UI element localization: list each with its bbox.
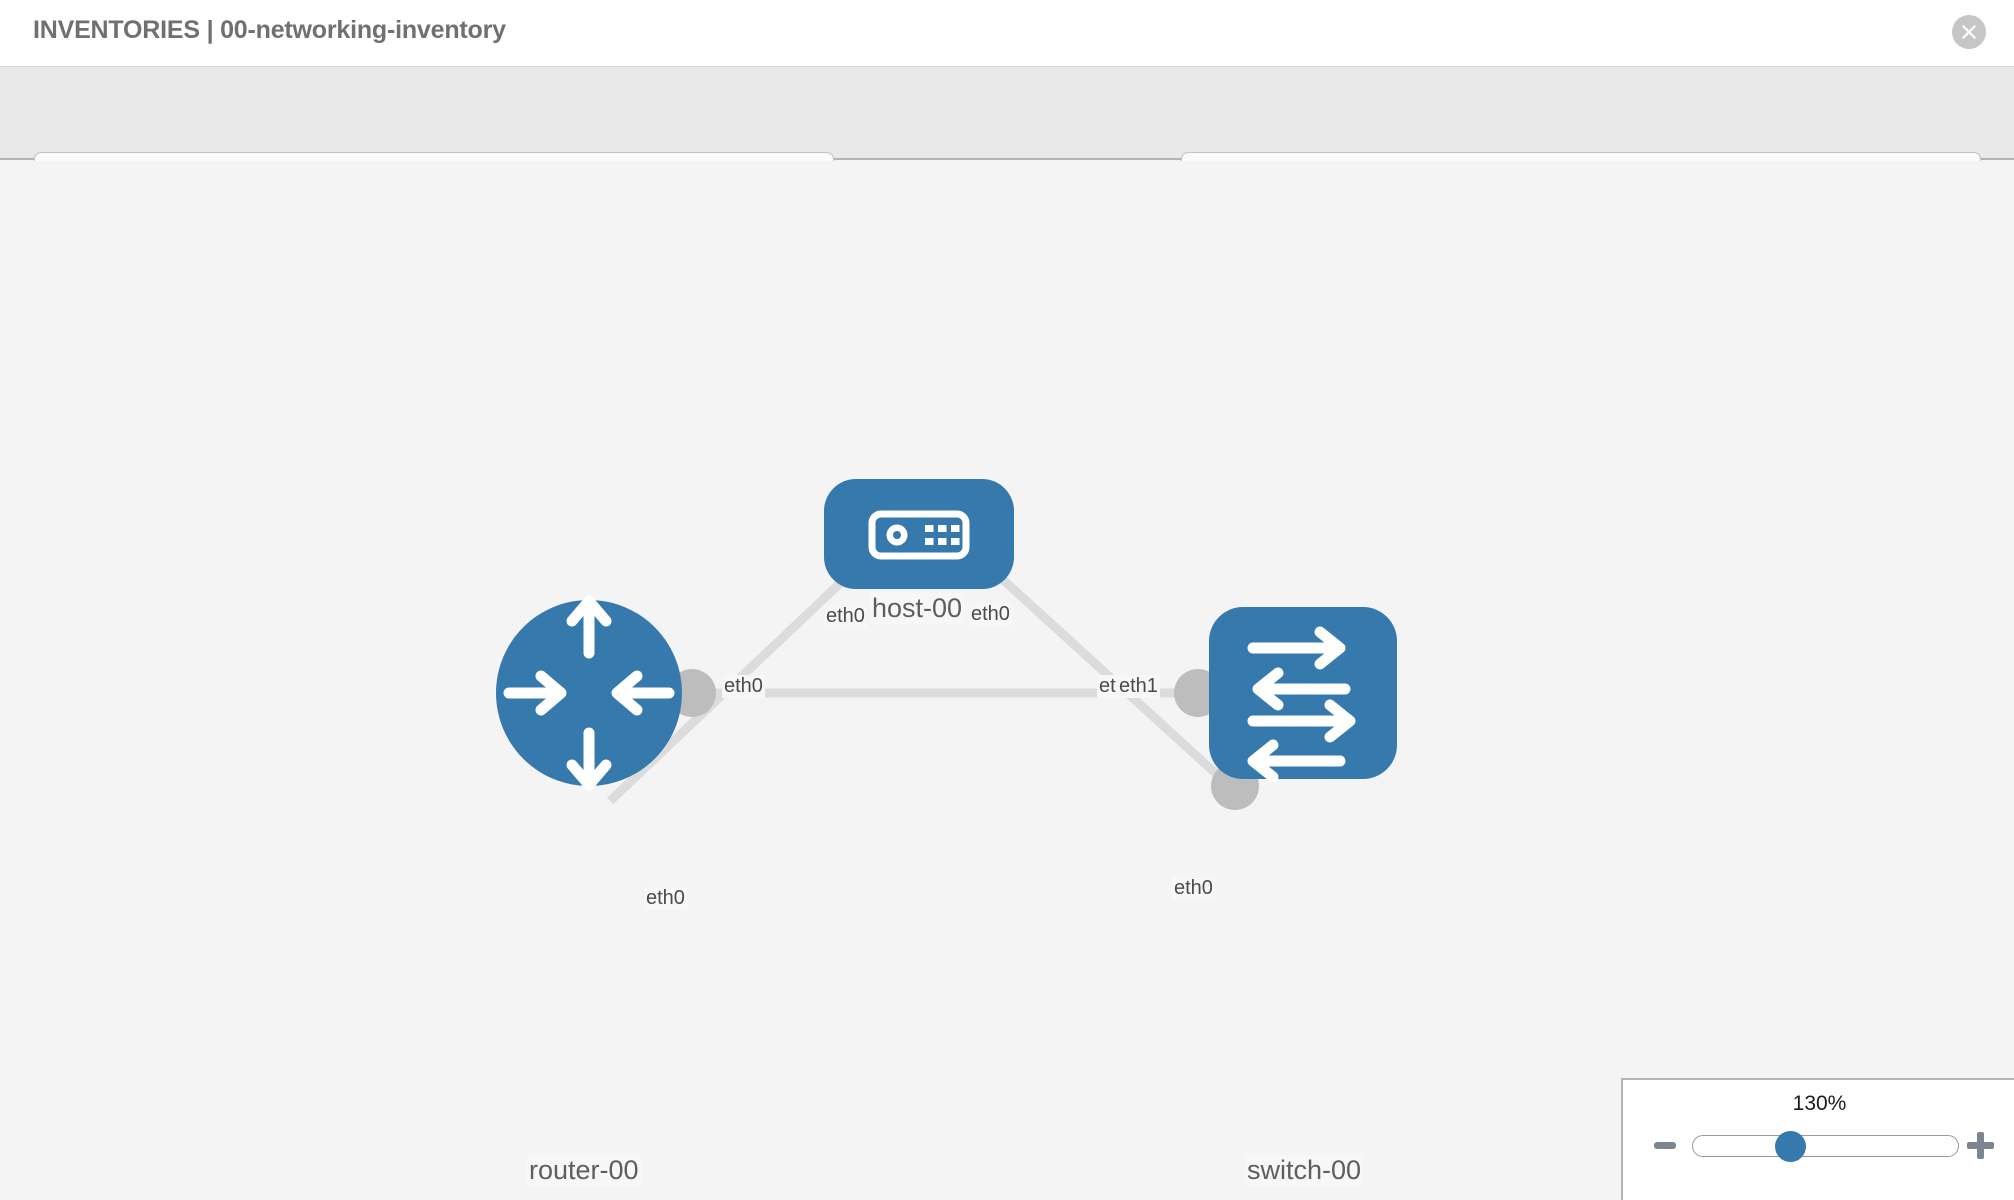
iface-label-host-eth0-right: eth0 <box>969 603 1012 626</box>
node-router-00[interactable] <box>496 595 682 791</box>
node-switch-00[interactable] <box>1209 607 1397 783</box>
node-label-switch-00: switch-00 <box>1245 1155 1364 1186</box>
iface-label-router-eth0: eth0 <box>722 675 765 698</box>
node-host-00[interactable] <box>824 479 1014 589</box>
zoom-slider-track[interactable] <box>1692 1135 1959 1157</box>
node-label-router-00: router-00 <box>527 1155 641 1186</box>
toolbar: ACTIONS SEARCH <box>0 67 2014 204</box>
node-label-host-00: host-00 <box>870 593 965 624</box>
topology-graph <box>496 479 1397 810</box>
zoom-slider-thumb[interactable] <box>1775 1131 1806 1162</box>
topology-canvas[interactable]: eth0 eth0 eth0 eth0 eth0 eth0 eth1 host-… <box>0 161 2014 1200</box>
page-title: INVENTORIES | 00-networking-inventory <box>33 16 506 44</box>
iface-label-switch-eth1: eth1 <box>1117 675 1160 698</box>
zoom-level-value: 130% <box>1792 1092 1847 1115</box>
zoom-slider-row <box>1623 1128 2014 1168</box>
plus-icon[interactable] <box>1967 1132 1994 1159</box>
iface-label-switch-eth0-up: eth0 <box>1172 877 1215 900</box>
close-icon[interactable] <box>1952 15 1986 49</box>
page-header: INVENTORIES | 00-networking-inventory <box>0 0 2014 67</box>
iface-label-router-eth0-up: eth0 <box>644 887 687 910</box>
minus-icon[interactable] <box>1654 1142 1676 1149</box>
iface-label-host-eth0-left: eth0 <box>824 605 867 628</box>
zoom-control-panel: 130% <box>1621 1078 2014 1200</box>
